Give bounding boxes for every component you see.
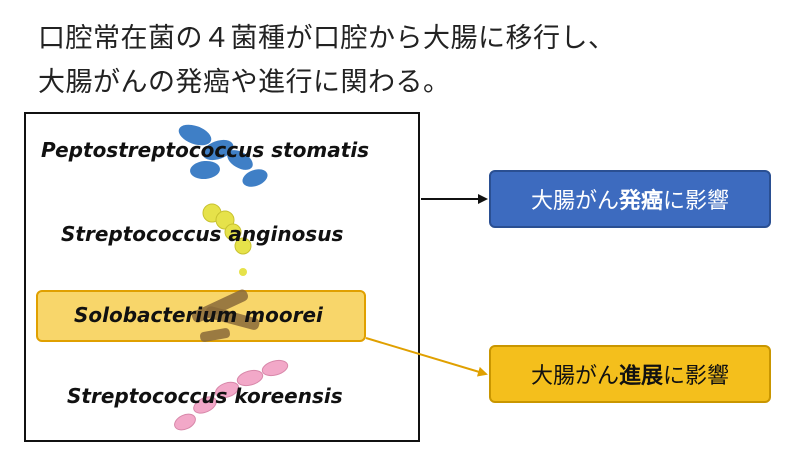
species-label-stomatis: Peptostreptococcus stomatis bbox=[41, 138, 370, 162]
progression-arrow bbox=[365, 337, 488, 377]
effect-box-progression: 大腸がん進展に影響 bbox=[489, 345, 771, 403]
anginosus-bacteria-icon bbox=[202, 203, 252, 276]
effect-progression-prefix: 大腸がん bbox=[530, 364, 619, 389]
stomatis-bacteria-icon bbox=[178, 124, 268, 187]
effect-onset-suffix: に影響 bbox=[663, 189, 730, 214]
title-line-2: 大腸がんの発癌や進行に関わる。 bbox=[38, 67, 451, 98]
title-line-1: 口腔常在菌の４菌種が口腔から大腸に移行し、 bbox=[38, 23, 616, 54]
effect-box-onset: 大腸がん発癌に影響 bbox=[489, 170, 771, 228]
koreensis-bacteria-icon bbox=[174, 359, 289, 431]
effect-progression-keyword: 進展 bbox=[618, 364, 663, 389]
effect-onset-keyword: 発癌 bbox=[618, 189, 663, 214]
effect-onset-prefix: 大腸がん bbox=[530, 189, 619, 214]
effect-progression-suffix: に影響 bbox=[663, 364, 730, 389]
species-label-moorei: Solobacterium moorei bbox=[74, 303, 323, 327]
species-label-koreensis: Streptococcus koreensis bbox=[67, 384, 343, 408]
species-label-anginosus: Streptococcus anginosus bbox=[61, 222, 344, 246]
moorei-bacteria-icon bbox=[191, 289, 260, 342]
